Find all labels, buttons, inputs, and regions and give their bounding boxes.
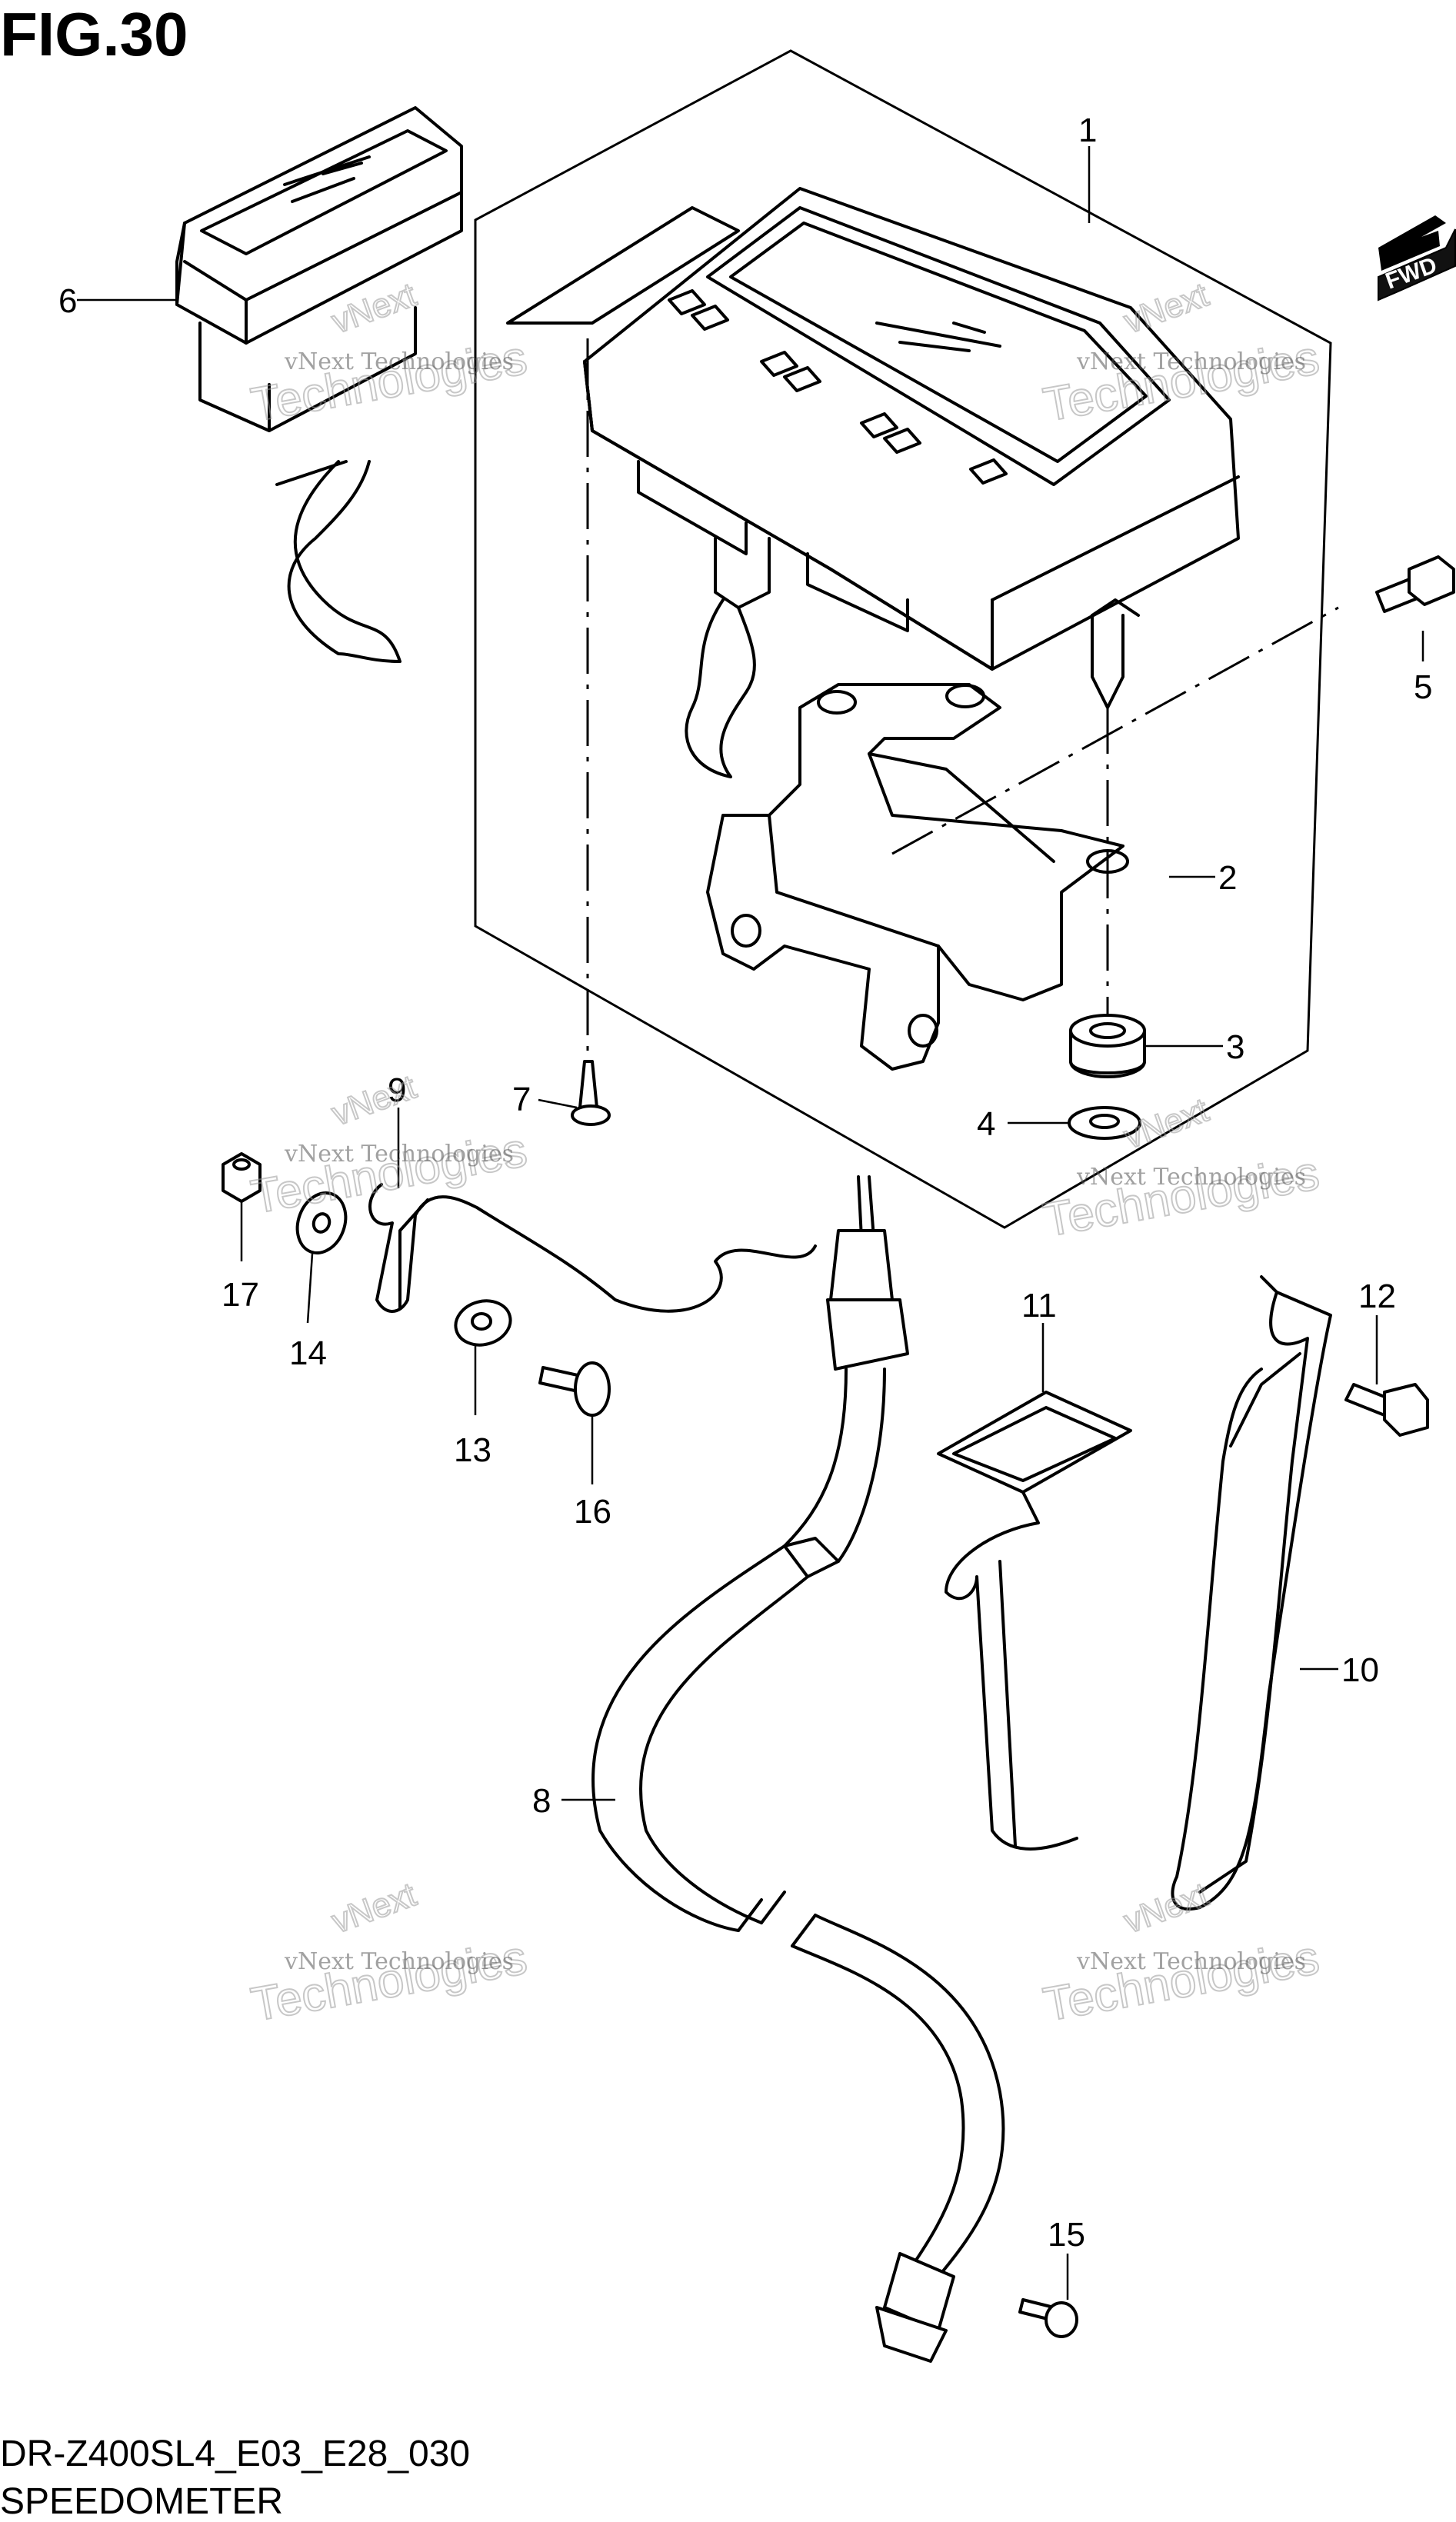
watermark-small: vNext Technologies xyxy=(284,1141,514,1168)
callout-6: 6 xyxy=(58,282,77,320)
watermark-small: vNext Technologies xyxy=(1076,1164,1306,1191)
callout-3: 3 xyxy=(1226,1028,1244,1066)
part-2-bracket xyxy=(706,683,1129,1071)
figure-caption: SPEEDOMETER xyxy=(0,2481,283,2522)
model-code: DR-Z400SL4_E03_E28_030 xyxy=(0,2434,470,2474)
callout-9: 9 xyxy=(388,1071,406,1109)
part-3-grommet xyxy=(1069,1014,1146,1078)
watermark-large: Technologies xyxy=(1040,1147,1323,1248)
callout-17: 17 xyxy=(222,1276,259,1314)
callout-10: 10 xyxy=(1341,1651,1379,1689)
watermark-tag: vNext xyxy=(327,1876,421,1941)
callout-7: 7 xyxy=(512,1081,531,1118)
watermark-small: vNext Technologies xyxy=(1076,1948,1306,1975)
figure-title: FIG.30 xyxy=(0,0,188,68)
part-17-nut xyxy=(222,1152,262,1203)
part-7-screw xyxy=(571,1060,611,1126)
callout-4: 4 xyxy=(977,1105,995,1143)
part-8-cable xyxy=(591,1175,1005,2363)
part-5-bolt xyxy=(1375,555,1455,613)
watermark-small: vNext Technologies xyxy=(284,1948,514,1975)
callout-2: 2 xyxy=(1218,859,1237,897)
watermark-large: Technologies xyxy=(248,1124,531,1224)
watermark-large: Technologies xyxy=(248,331,531,432)
part-9-clamp xyxy=(368,1183,817,1313)
part-12-bolt xyxy=(1344,1383,1429,1437)
watermark-tag: vNext xyxy=(1119,1876,1213,1941)
fwd-arrow-badge: FWD xyxy=(1378,215,1456,302)
watermark-small: vNext Technologies xyxy=(284,348,514,375)
callout-11: 11 xyxy=(1021,1287,1057,1324)
centerline-bolt xyxy=(891,606,1339,855)
part-11-clamp xyxy=(937,1391,1132,1851)
leader-lines xyxy=(77,146,1424,2300)
callout-13: 13 xyxy=(454,1431,491,1469)
watermark-large: Technologies xyxy=(1040,1931,1323,2032)
part-14-washer xyxy=(295,1191,348,1254)
callout-14: 14 xyxy=(289,1334,327,1372)
callout-1: 1 xyxy=(1078,112,1097,149)
part-1-speedometer-assembly xyxy=(506,187,1240,778)
callout-8: 8 xyxy=(532,1782,551,1820)
part-15-screw xyxy=(1018,2298,1078,2338)
assembly-outline xyxy=(474,49,1332,1229)
callout-labels: 1 2 3 4 5 6 7 8 9 10 11 12 13 14 15 16 1… xyxy=(58,112,1432,2254)
part-16-screw xyxy=(538,1361,611,1417)
watermark-large: Technologies xyxy=(248,1931,531,2032)
watermark-tag: vNext xyxy=(1119,1091,1213,1157)
part-6-meter-cover xyxy=(175,106,463,663)
callout-5: 5 xyxy=(1414,668,1432,706)
watermark-tag: vNext xyxy=(1119,276,1213,341)
callout-15: 15 xyxy=(1048,2216,1085,2254)
callout-12: 12 xyxy=(1358,1278,1396,1315)
callout-16: 16 xyxy=(574,1493,611,1531)
watermark-small: vNext Technologies xyxy=(1076,348,1306,375)
part-13-washer xyxy=(454,1299,512,1347)
part-10-strap xyxy=(1171,1275,1332,1911)
watermark-tag: vNext xyxy=(327,1068,421,1134)
